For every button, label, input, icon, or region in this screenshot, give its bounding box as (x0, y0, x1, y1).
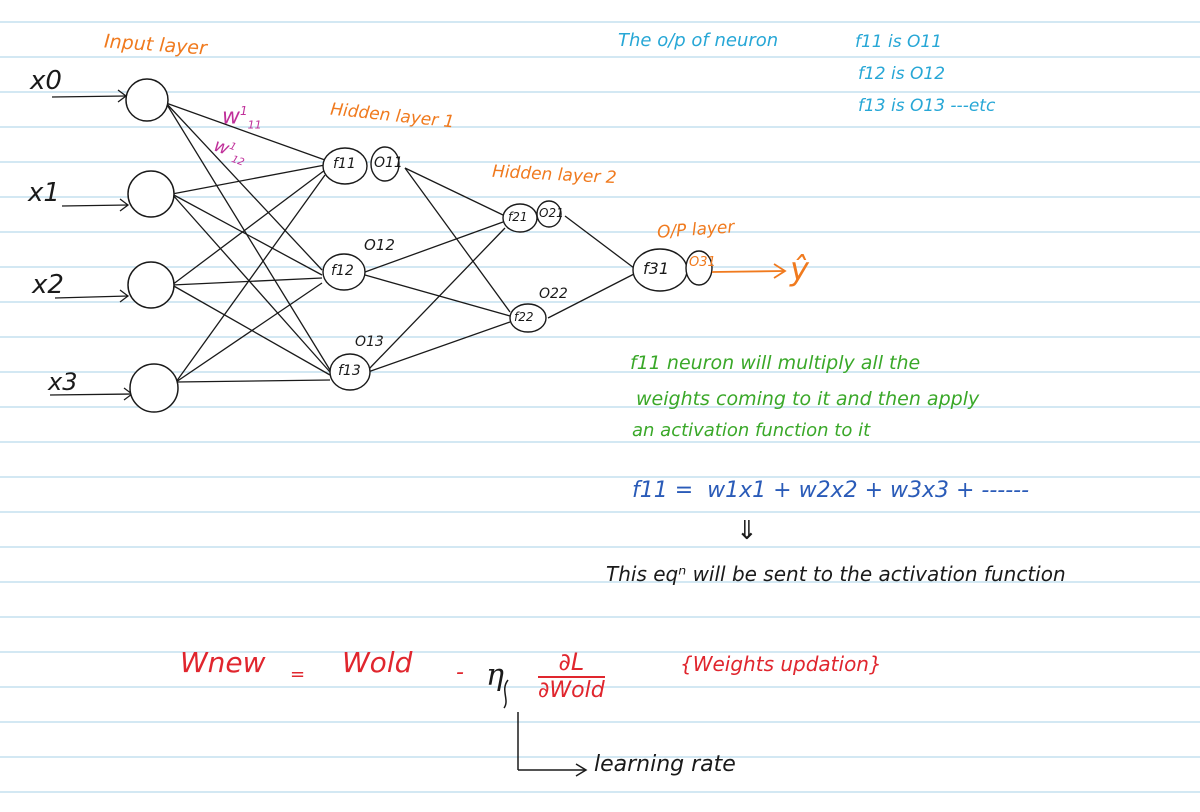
neuron-label-f21: f21 (508, 210, 528, 224)
input-label-x1: x1 (28, 178, 60, 208)
note-top-line2: f12 is O12 (858, 64, 946, 84)
input-layer-label: Input layer (103, 30, 208, 60)
input-label-x3: x3 (48, 368, 78, 396)
network-edges (49, 89, 635, 401)
weight-w11: w111 (222, 104, 262, 132)
note-green-line1: f11 neuron will multiply all the (630, 352, 921, 374)
neuron-f11 (322, 147, 368, 185)
equation-double-arrow: ⇓ (736, 516, 758, 546)
input-label-x0: x0 (30, 66, 62, 96)
note-top-line1: f11 is O11 (855, 32, 943, 52)
note-green-line3: an activation function to it (632, 420, 871, 441)
update-w-old: Wold (342, 646, 413, 679)
neuron-label-f11: f11 (333, 156, 356, 172)
equation-note: This eqⁿ will be sent to the activation … (606, 562, 1066, 586)
update-minus: - (456, 660, 464, 685)
neuron-f31-out (685, 250, 713, 286)
output-y-hat: ŷ (790, 250, 809, 288)
neuron-label-f13: f13 (338, 363, 361, 379)
input-neuron-1 (127, 170, 175, 218)
note-top-prefix: The o/p of neuron (618, 30, 779, 51)
update-note: {Weights updation} (680, 652, 882, 676)
neuron-f13 (329, 353, 371, 391)
output-layer-label: O/P layer (656, 217, 736, 243)
neuron-f12 (322, 253, 366, 291)
learning-rate-arrow (503, 679, 588, 777)
neuron-f22 (509, 303, 547, 333)
neuron-label-o13: O13 (355, 334, 384, 350)
learning-rate-label: learning rate (594, 752, 736, 777)
neuron-label-f12: f12 (331, 263, 354, 279)
update-numerator: ∂L (538, 648, 605, 678)
neuron-label-o21: O21 (539, 206, 564, 220)
input-layer-neurons (125, 78, 179, 413)
ruled-lines (0, 21, 1200, 793)
note-green-line2: weights coming to it and then apply (636, 388, 980, 410)
update-eta: η (486, 658, 504, 693)
update-equals: = (290, 664, 306, 685)
note-top-line3: f13 is O13 ---etc (858, 96, 996, 116)
input-neuron-3 (129, 363, 179, 413)
hidden-neurons (322, 146, 713, 391)
input-neuron-0 (125, 78, 169, 122)
neuron-label-o12: O12 (364, 236, 395, 254)
hidden-layer-2-label: Hidden layer 2 (491, 161, 618, 189)
input-label-x2: x2 (32, 270, 64, 300)
neuron-label-o22: O22 (539, 286, 568, 302)
neuron-label-f22: f22 (514, 310, 534, 324)
input-neuron-2 (127, 261, 175, 309)
neuron-label-f31: f31 (643, 259, 669, 278)
hidden-layer-1-label: Hidden layer 1 (329, 99, 456, 133)
neuron-label-o31: O31 (689, 255, 716, 270)
neuron-f21-out (536, 200, 562, 228)
neuron-label-o11: O11 (374, 155, 403, 171)
neuron-f11-out (370, 146, 400, 182)
update-denominator: ∂Wold (538, 678, 605, 703)
update-fraction: ∂L ∂Wold (538, 648, 605, 703)
update-lhs: Wnew (180, 646, 266, 679)
activation-equation: f11 = w1x1 + w2x2 + w3x3 + ------ (632, 478, 1030, 503)
weight-w12: w112 (210, 134, 246, 169)
output-arrow (711, 263, 787, 279)
